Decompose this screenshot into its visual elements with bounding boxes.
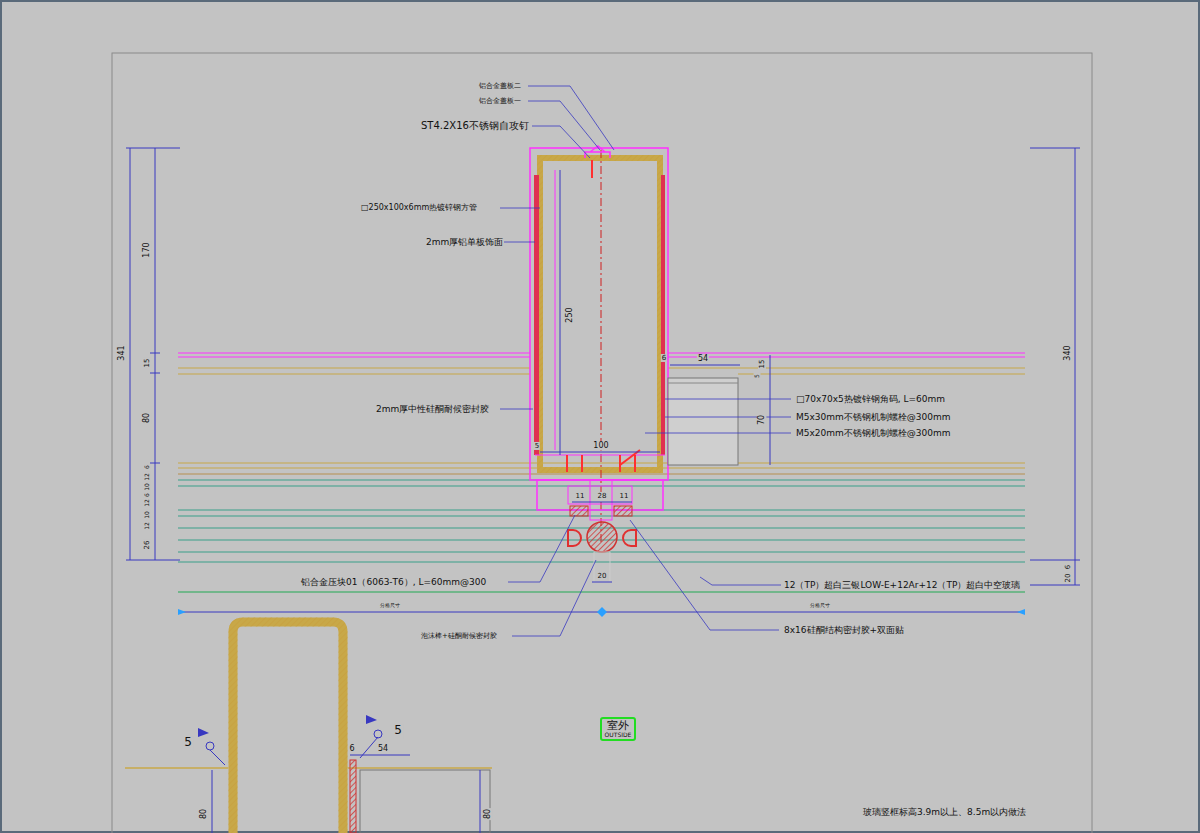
callout-text: □70x70x5热镀锌钢角码, L=60mm (795, 394, 946, 404)
callout-text: M5x30mm不锈钢机制螺栓@300mm (795, 412, 952, 422)
dimension-text: 15 (143, 358, 151, 369)
dimension-text: 12 (144, 521, 151, 531)
dimension-text: 28 (597, 492, 608, 500)
callout-text: M5x20mm不锈钢机制螺栓@300mm (795, 428, 952, 438)
dimension-text: 15 (758, 359, 766, 370)
callout-text: ST4.2X16不锈钢自攻钉 (420, 120, 530, 132)
dimension-text: 6 (661, 354, 667, 362)
dimension-text: 11 (619, 492, 630, 500)
dimension-text: 80 (199, 808, 208, 820)
dimension-text: 341 (117, 344, 126, 361)
dimension-text: 分格尺寸 (379, 603, 401, 609)
dimension-text: 54 (697, 354, 709, 363)
callout-text: □250x100x6mm热镀锌钢方管 (360, 203, 478, 212)
node-subtitle: OUTSIDE (605, 732, 632, 738)
dimension-text: 6 (144, 492, 151, 498)
callout-text: 2mm厚铝单板饰面 (425, 237, 504, 247)
dimension-text: 170 (142, 241, 151, 258)
callout-text: 8x16硅酮结构密封胶+双面贴 (783, 625, 905, 635)
dimension-text: 5 (754, 373, 761, 379)
dimension-text: 5 (393, 724, 403, 738)
dimension-text: 6 (1064, 564, 1072, 570)
node-title: 室外 (605, 720, 632, 732)
dimension-text: 6 (348, 744, 355, 753)
dimension-text: 20 (1064, 573, 1072, 584)
dimension-text: 10 (144, 510, 151, 520)
callout-text: 铝合金盖板一 (478, 97, 522, 105)
callout-text: 12（TP）超白三银LOW-E+12Ar+12（TP）超白中空玻璃 (783, 580, 1021, 590)
dimension-text: 80 (142, 412, 151, 424)
outside-tag: 室外OUTSIDE (600, 717, 637, 741)
dimension-text: 10 (144, 482, 151, 492)
callout-text: 铝合金压块01（6063-T6）, L=60mm@300 (300, 577, 487, 587)
dimension-text: 100 (592, 441, 609, 450)
callout-text: 玻璃竖框标高3.9m以上、8.5m以内做法 (862, 807, 1027, 817)
dimension-text: 6 (144, 464, 151, 470)
dimension-text: 20 (597, 572, 608, 580)
dimension-text: 26 (143, 540, 151, 551)
dimension-text: 12 (144, 498, 151, 508)
callout-text: 泡沫棒+硅酮耐候密封胶 (420, 632, 498, 640)
dimension-text: 分格尺寸 (809, 603, 831, 609)
dimension-text: 80 (483, 808, 492, 820)
dimension-text: 11 (575, 492, 586, 500)
callout-text: 2mm厚中性硅酮耐候密封胶 (375, 404, 490, 414)
dimension-text: 250 (565, 306, 574, 323)
dimension-text: 70 (757, 414, 766, 426)
dimension-text: 5 (534, 442, 540, 450)
dimension-text: 12 (144, 472, 151, 482)
dimension-text: 5 (183, 736, 193, 750)
callout-text: 铝合金盖板二 (478, 82, 522, 90)
dimension-text: 54 (377, 744, 389, 753)
dimension-text: 340 (1063, 344, 1072, 361)
